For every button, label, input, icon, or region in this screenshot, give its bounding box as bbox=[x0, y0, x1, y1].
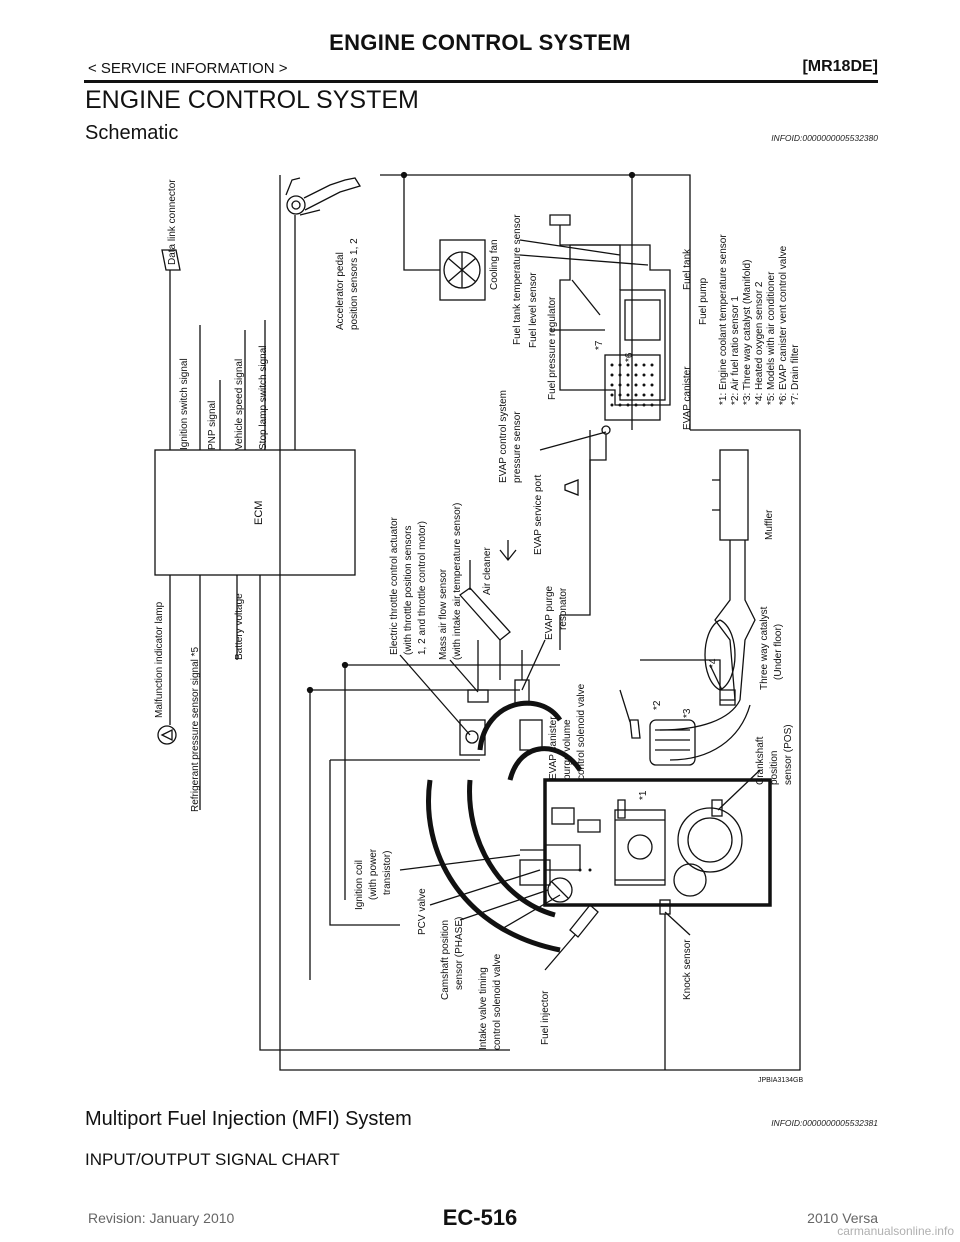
label-evap-control-1: EVAP control system bbox=[498, 390, 509, 483]
header-rule bbox=[84, 80, 878, 83]
watermark: carmanualsonline.info bbox=[837, 1224, 954, 1238]
label-purge-resonator-1: EVAP purge bbox=[544, 585, 555, 640]
label-fuel-tank: Fuel tank bbox=[682, 248, 693, 290]
legend-4: *4: Heated oxygen sensor 2 bbox=[754, 281, 765, 405]
label-fuel-injector: Fuel injector bbox=[540, 990, 551, 1045]
label-fuel-pump: Fuel pump bbox=[698, 277, 709, 325]
label-n6: *6 bbox=[624, 352, 635, 362]
label-purge-resonator-2: resonator bbox=[558, 587, 569, 630]
label-app-1: Accelerator pedal bbox=[335, 252, 346, 330]
label-n1: *1 bbox=[638, 790, 649, 800]
label-etc-3: 1, 2 and throttle control motor) bbox=[417, 521, 428, 655]
label-pnp-signal: PNP signal bbox=[207, 401, 218, 450]
label-purge-solenoid-1: EVAP canister bbox=[548, 716, 559, 780]
section-title: ENGINE CONTROL SYSTEM bbox=[85, 86, 419, 114]
label-muffler: Muffler bbox=[764, 509, 775, 540]
label-fuel-pressure-regulator: Fuel pressure regulator bbox=[547, 296, 558, 400]
label-data-link-connector: Data link connector bbox=[167, 179, 178, 265]
label-n7: *7 bbox=[594, 340, 605, 350]
page-number: EC-516 bbox=[442, 1205, 518, 1230]
label-n3: *3 bbox=[682, 708, 693, 718]
label-maf-2: (with intake air temperature sensor) bbox=[452, 503, 463, 660]
page-header-title: ENGINE CONTROL SYSTEM bbox=[329, 30, 631, 55]
label-ckp-1: Crankshaft bbox=[755, 736, 766, 785]
label-mil: Malfunction indicator lamp bbox=[154, 601, 165, 718]
label-etc-1: Electric throttle control actuator bbox=[389, 516, 400, 655]
label-vehicle-speed-signal: Vehicle speed signal bbox=[234, 359, 245, 450]
label-evap-control-2: pressure sensor bbox=[512, 411, 523, 483]
legend-6: *6: EVAP canister vent control valve bbox=[778, 245, 789, 405]
header-section: < SERVICE INFORMATION > bbox=[88, 60, 288, 77]
label-purge-solenoid-3: control solenoid valve bbox=[576, 683, 587, 780]
label-battery-voltage: Battery voltage bbox=[234, 593, 245, 660]
schematic-info-id: INFOID:0000000005532380 bbox=[771, 133, 878, 143]
label-refrigerant-pressure: Refrigerant pressure sensor signal *5 bbox=[190, 646, 201, 812]
label-fuel-level-sensor: Fuel level sensor bbox=[528, 272, 539, 348]
label-evap-service-port: EVAP service port bbox=[533, 475, 544, 555]
label-twc-1: Three way catalyst bbox=[759, 606, 770, 690]
header-engine-code: [MR18DE] bbox=[802, 58, 878, 75]
label-pcv-valve: PCV valve bbox=[417, 888, 428, 935]
mfi-info-id: INFOID:0000000005532381 bbox=[771, 1118, 878, 1128]
label-cooling-fan: Cooling fan bbox=[489, 239, 500, 290]
label-fuel-tank-temperature-sensor: Fuel tank temperature sensor bbox=[512, 214, 523, 345]
label-ignition-switch-signal: Ignition switch signal bbox=[179, 358, 190, 450]
label-ckp-3: sensor (POS) bbox=[783, 724, 794, 785]
label-purge-solenoid-2: purge volume bbox=[562, 719, 573, 780]
engine-control-schematic: Data link connector Ignition switch sign… bbox=[154, 171, 803, 1084]
legend-2: *2: Air fuel ratio sensor 1 bbox=[730, 296, 741, 405]
label-ignition-coil-2: (with power bbox=[368, 848, 379, 900]
label-ecm: ECM bbox=[253, 501, 265, 525]
schematic-heading: Schematic bbox=[85, 122, 179, 144]
footer-model: 2010 Versa bbox=[807, 1210, 878, 1226]
label-ignition-coil-3: transistor) bbox=[382, 851, 393, 895]
label-camshaft-1: Camshaft position bbox=[440, 920, 451, 1000]
figure-code: JPBIA3134GB bbox=[758, 1077, 803, 1084]
label-air-cleaner: Air cleaner bbox=[482, 547, 493, 595]
label-evap-canister: EVAP canister bbox=[682, 366, 693, 430]
label-n4: *4 bbox=[708, 658, 719, 668]
label-twc-2: (Under floor) bbox=[773, 624, 784, 680]
label-intake-valve-timing-1: Intake valve timing bbox=[478, 967, 489, 1050]
legend-5: *5: Models with air conditioner bbox=[766, 271, 777, 405]
label-n2: *2 bbox=[652, 700, 663, 710]
mfi-heading: Multiport Fuel Injection (MFI) System bbox=[85, 1108, 412, 1130]
legend-3: *3: Three way catalyst (Manifold) bbox=[742, 260, 753, 405]
label-intake-valve-timing-2: control solenoid valve bbox=[492, 953, 503, 1050]
label-etc-2: (with throttle position sensors bbox=[403, 525, 414, 655]
label-camshaft-2: sensor (PHASE) bbox=[454, 917, 465, 990]
label-stop-lamp-switch-signal: Stop lamp switch signal bbox=[258, 346, 269, 451]
io-chart-title: INPUT/OUTPUT SIGNAL CHART bbox=[85, 1150, 340, 1169]
label-maf-1: Mass air flow sensor bbox=[438, 568, 449, 660]
legend-7: *7: Drain filter bbox=[790, 344, 801, 405]
label-app-2: position sensors 1, 2 bbox=[349, 238, 360, 330]
label-ckp-2: position bbox=[769, 751, 780, 785]
footer-revision: Revision: January 2010 bbox=[88, 1210, 235, 1226]
label-knock-sensor: Knock sensor bbox=[682, 939, 693, 1000]
legend-1: *1: Engine coolant temperature sensor bbox=[718, 234, 729, 405]
label-ignition-coil-1: Ignition coil bbox=[354, 860, 365, 910]
